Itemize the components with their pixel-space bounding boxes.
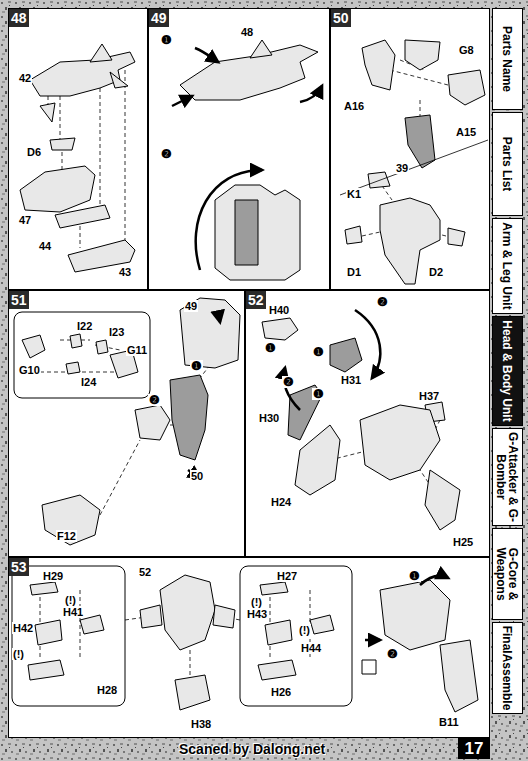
part-callout: I22	[76, 320, 93, 332]
part-callout: 48	[240, 26, 254, 38]
part-callout: 42	[18, 72, 32, 84]
section-tab-text: Head & Body Unit	[493, 319, 521, 423]
part-callout: H43	[246, 608, 268, 620]
caution-mark: (!)	[250, 596, 263, 608]
part-callout: A15	[455, 126, 477, 138]
step-order-mark: ❷	[282, 376, 295, 388]
caution-mark: (!)	[64, 594, 77, 606]
section-tab-text: Parts Name	[493, 11, 521, 107]
part-callout: H31	[340, 374, 362, 386]
section-tab: G-Core & Weapons	[492, 528, 523, 620]
section-tab: Arm & Leg Unit	[492, 218, 523, 314]
step-order-mark: ❷	[148, 394, 161, 406]
part-callout: G10	[18, 364, 41, 376]
step-order-mark: ❷	[386, 648, 399, 660]
part-callout: 50	[190, 470, 204, 482]
watermark: Scaned by Dalong.net	[178, 741, 326, 757]
part-callout: 43	[118, 266, 132, 278]
part-callout: H29	[42, 570, 64, 582]
step-number: 52	[246, 291, 266, 309]
step-order-mark: ❶	[160, 34, 173, 46]
page-number: 17	[458, 738, 490, 759]
page-number-text: 17	[465, 740, 484, 758]
part-callout: H27	[276, 570, 298, 582]
part-callout: G11	[126, 344, 148, 356]
part-callout: H30	[258, 412, 280, 424]
step-number: 48	[9, 9, 29, 27]
step-order-mark: ❷	[376, 296, 389, 308]
step-panel: 51	[8, 290, 245, 557]
section-tab-text: FinalAssemble	[493, 625, 521, 711]
section-tab-text: Parts List	[493, 115, 521, 213]
part-callout: H38	[190, 718, 212, 730]
part-callout: 39	[395, 162, 409, 174]
step-number: 53	[9, 558, 29, 576]
part-callout: F12	[56, 530, 77, 542]
part-callout: D6	[26, 146, 42, 158]
part-callout: A16	[343, 100, 365, 112]
part-callout: H26	[270, 686, 292, 698]
step-number: 51	[9, 291, 29, 309]
section-tab: Parts Name	[492, 8, 523, 110]
section-tab-text: G-Attacker & G-Bomber	[493, 431, 521, 523]
part-callout: I23	[108, 326, 125, 338]
part-callout: 44	[38, 240, 52, 252]
step-order-mark: ❷	[160, 148, 173, 160]
part-callout: D2	[428, 266, 444, 278]
step-panel: 53	[8, 557, 490, 738]
part-callout: K1	[346, 188, 362, 200]
section-tab-text: Arm & Leg Unit	[493, 221, 521, 311]
step-order-mark: ❶	[264, 342, 277, 354]
part-callout: H44	[300, 642, 322, 654]
step-order-mark: ❶	[408, 570, 421, 582]
section-tab: Parts List	[492, 112, 523, 216]
step-order-mark: ❶	[312, 388, 325, 400]
part-callout: H28	[96, 684, 118, 696]
part-callout: 52	[138, 566, 152, 578]
step-panel: 49	[148, 8, 330, 290]
step-order-mark: ❶	[190, 360, 203, 372]
part-callout: H42	[12, 622, 34, 634]
part-callout: D1	[346, 266, 362, 278]
part-callout: H24	[270, 496, 292, 508]
part-callout: G8	[458, 44, 475, 56]
step-number: 50	[331, 9, 351, 27]
part-callout: B11	[438, 716, 460, 728]
part-callout: 47	[18, 214, 32, 226]
caution-mark: (!)	[12, 648, 25, 660]
part-callout: 49	[184, 300, 198, 312]
step-panel: 52	[245, 290, 490, 557]
section-tab: G-Attacker & G-Bomber	[492, 428, 523, 526]
part-callout: H25	[452, 536, 474, 548]
step-number: 49	[149, 9, 169, 27]
caution-mark: (!)	[298, 624, 311, 636]
section-tab-text: G-Core & Weapons	[493, 531, 521, 617]
part-callout: H41	[62, 606, 84, 618]
step-order-mark: ❶	[312, 346, 325, 358]
part-callout: H40	[268, 304, 290, 316]
part-callout: H37	[418, 390, 440, 402]
section-tab-active: Head & Body Unit	[492, 316, 523, 426]
part-callout: I24	[80, 376, 97, 388]
section-tab: FinalAssemble	[492, 622, 523, 714]
